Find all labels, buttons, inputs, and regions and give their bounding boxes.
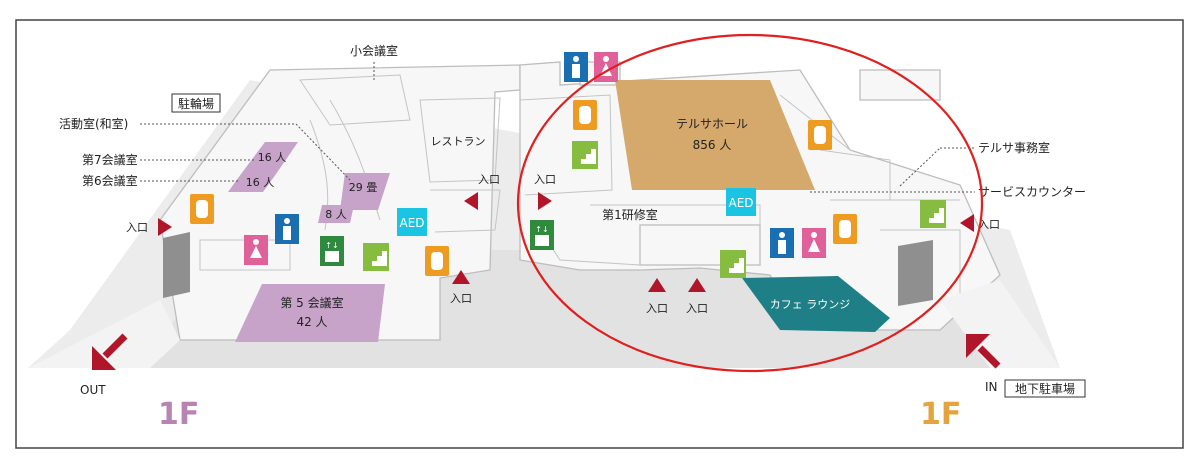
activity-room-label: 活動室(和室) [59, 116, 128, 131]
entrance-label-2: 入口 [478, 173, 500, 186]
entrance-arrow-1 [158, 218, 172, 236]
room-16b-label: 16 人 [246, 176, 275, 189]
entrance-label-5: 入口 [646, 302, 668, 315]
floor-label-right: 1F [920, 397, 961, 432]
meeting-room-5-capacity: 42 人 [296, 315, 327, 329]
entrance-arrow-5 [648, 278, 666, 292]
entrance-arrow-4 [452, 270, 470, 284]
toilet-male-icon [275, 214, 299, 244]
room-16b [228, 174, 276, 192]
small-meeting-room-label: 小会議室 [350, 43, 398, 58]
leader-office-a [899, 147, 941, 187]
entrance-arrow-7 [960, 214, 974, 232]
entrance-label-7: 入口 [978, 218, 1000, 231]
entry-wall-right [898, 240, 933, 306]
toilet-male-icon [564, 52, 588, 82]
meeting-room-5 [235, 284, 385, 342]
bicycle-parking-label: 駐輪場 [178, 96, 214, 111]
terrsa-office-label: テルサ事務室 [978, 140, 1050, 155]
highlight-ellipse [516, 33, 984, 373]
in-label: IN [985, 380, 998, 394]
cafe-lounge-label: カフェ ラウンジ [770, 298, 851, 311]
entrance-arrow-2 [464, 192, 478, 210]
stairs-icon [720, 250, 746, 278]
locker-icon [833, 214, 857, 244]
leader-activity-room-2 [295, 123, 351, 181]
meeting-room-7-label: 第7会議室 [82, 152, 138, 167]
left-ramp [28, 300, 180, 368]
in-arrow [966, 334, 1001, 369]
stairs-icon [572, 141, 598, 169]
locker-icon [573, 100, 597, 130]
cafe-lounge [742, 276, 890, 332]
svg-text:↑↓: ↑↓ [325, 241, 338, 250]
terrsa-hall-name: テルサホール [676, 117, 748, 131]
restaurant-label: レストラン [431, 135, 486, 148]
entrance-arrow-6 [688, 278, 706, 292]
terrsa-hall [615, 80, 815, 190]
room-8-label: 8 人 [325, 208, 347, 221]
room-8 [318, 205, 354, 223]
meeting-room-5-name: 第 5 会議室 [280, 295, 343, 310]
locker-icon [425, 246, 449, 276]
entrance-label-4: 入口 [450, 292, 472, 305]
underground-parking-box [1004, 379, 1086, 398]
training-room-1-label: 第1研修室 [602, 207, 658, 222]
svg-text:↑↓: ↑↓ [535, 225, 548, 234]
elevator-icon: ↑↓ [320, 236, 344, 266]
aed-icon [726, 188, 756, 216]
room-16a [241, 142, 298, 174]
toilet-female-icon [244, 235, 268, 265]
entrance-label-3: 入口 [534, 173, 556, 186]
toilet-male-icon [770, 228, 794, 258]
out-label: OUT [80, 383, 106, 397]
entrance-label-6: 入口 [686, 302, 708, 315]
toilet-female-icon [802, 228, 826, 258]
terrsa-hall-capacity: 856 人 [693, 138, 732, 152]
room-29-label: 29 畳 [349, 181, 378, 194]
room-16a-label: 16 人 [258, 151, 287, 164]
service-counter-label: サービスカウンター [978, 185, 1086, 199]
right-ramp [940, 280, 1060, 368]
underground-parking-label: 地下駐車場 [1015, 381, 1075, 396]
bicycle-parking-box [171, 93, 221, 113]
entry-wall-left [163, 232, 190, 298]
aed-icon [397, 208, 427, 236]
meeting-room-6-label: 第6会議室 [82, 173, 138, 188]
elevator-icon: ↑↓ [530, 220, 554, 250]
aed-label-right: AED [728, 196, 753, 210]
stairs-icon [920, 200, 946, 228]
aed-label-left: AED [399, 216, 424, 230]
entrance-arrow-3 [538, 192, 552, 210]
out-arrow [92, 333, 128, 370]
locker-icon [190, 194, 214, 224]
entrance-label-1: 入口 [126, 221, 148, 234]
room-29 [340, 173, 390, 210]
locker-icon [808, 120, 832, 150]
floor-label-left: 1F [158, 397, 199, 432]
stairs-icon [363, 243, 389, 271]
